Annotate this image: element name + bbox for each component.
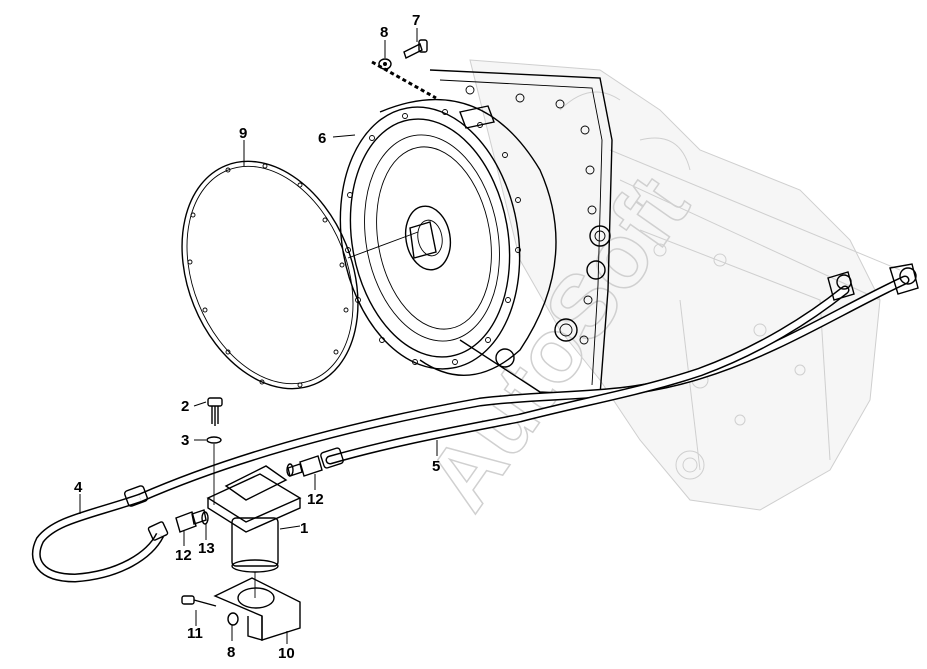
washer-8-bottom [227,612,239,626]
callout-9: 9 [239,125,247,142]
callout-7: 7 [412,12,420,29]
seal-13 [201,511,209,525]
callout-5: 5 [432,458,440,475]
callout-3: 3 [181,432,189,449]
converter-housing [339,69,613,396]
washer-3 [206,436,222,444]
bolt-11 [181,595,217,607]
callout-11: 11 [187,625,203,642]
hose-4 [31,263,919,583]
callout-4: 4 [74,479,83,496]
shaft-axis-line [347,231,419,259]
callout-12-left: 12 [175,547,192,564]
fitting-12-left [175,509,207,533]
bolt-7 [403,39,428,59]
callout-8-bottom: 8 [227,644,235,661]
filter-1 [206,465,302,573]
callout-2: 2 [181,398,189,415]
callout-13: 13 [198,540,215,557]
bolt-2 [207,397,223,426]
bolt-guide-line [371,60,437,100]
callouts: 1 2 3 4 5 6 7 8 8 9 10 11 12 12 13 [74,12,440,662]
bracket-10 [213,577,301,641]
callout-8-top: 8 [380,24,388,41]
fitting-12-right [287,455,323,477]
bell-bolt-holes [345,109,521,365]
flange-bolts [465,85,597,345]
transmission-housing-ghost [469,59,901,511]
callout-6: 6 [318,130,326,147]
washer-8-top [378,58,392,70]
seal-13b [286,463,294,477]
callout-12-right: 12 [307,491,324,508]
leader-lines [79,28,438,644]
callout-1: 1 [300,520,308,537]
callout-10: 10 [278,645,295,662]
gasket-9 [181,160,359,390]
hose-5 [320,271,855,469]
